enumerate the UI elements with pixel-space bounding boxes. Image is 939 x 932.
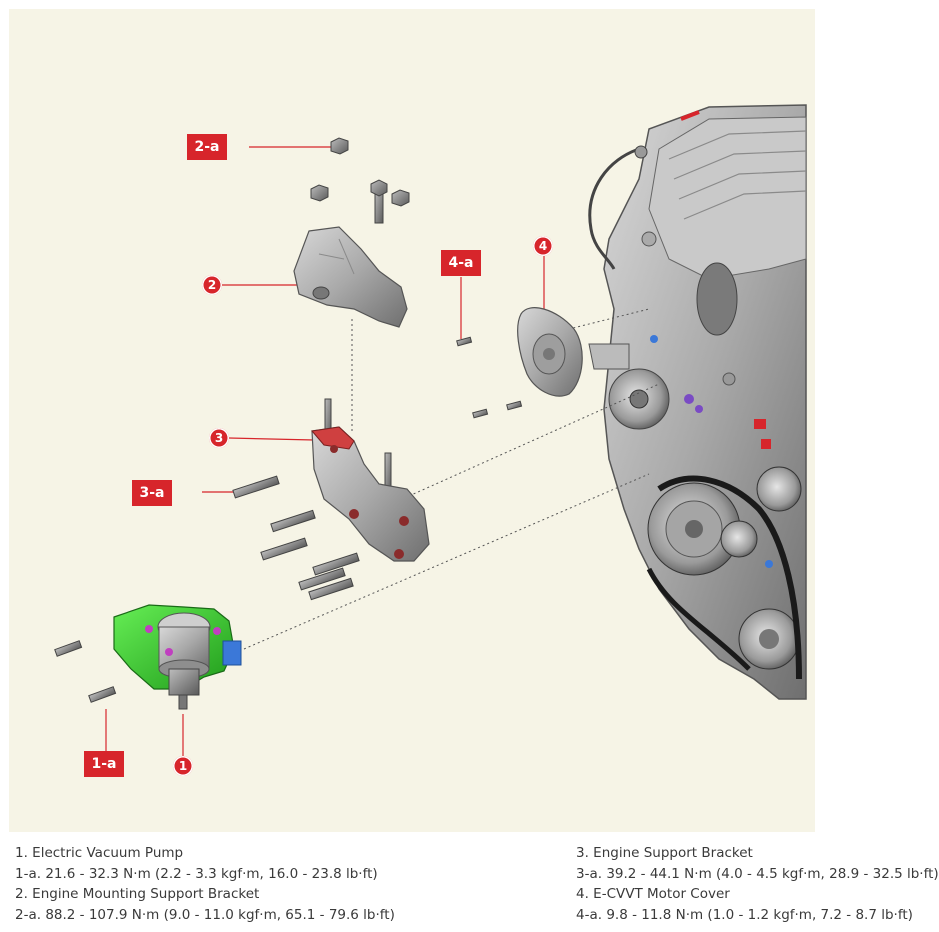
callout-1: 1 <box>173 756 193 776</box>
callout-1a: 1-a <box>84 751 124 777</box>
legend-item: 2. Engine Mounting Support Bracket <box>15 886 260 902</box>
electric-vacuum-pump <box>113 604 242 710</box>
mounting-nuts-and-bolt <box>310 137 410 224</box>
support-bracket-bolts <box>232 475 360 601</box>
legend-item: 3-a. 39.2 - 44.1 N·m (4.0 - 4.5 kgf·m, 2… <box>576 865 939 882</box>
callout-leaders <box>105 146 545 757</box>
diagram-artwork <box>54 104 807 757</box>
legend-item: 1-a. 21.6 - 32.3 N·m (2.2 - 3.3 kgf·m, 1… <box>15 865 378 882</box>
alignment-lines <box>243 308 660 650</box>
legend-item: 2-a. 88.2 - 107.9 N·m (9.0 - 11.0 kgf·m,… <box>15 906 395 923</box>
engine-block <box>588 104 807 700</box>
legend-item: 4-a. 9.8 - 11.8 N·m (1.0 - 1.2 kgf·m, 7.… <box>576 906 913 923</box>
exploded-parts-diagram: 2-a 4-a 3-a 1-a 1 2 3 4 <box>9 9 815 832</box>
callout-2a: 2-a <box>187 134 227 160</box>
legend-item: 1. Electric Vacuum Pump <box>15 845 184 861</box>
legend-left-column: 1. Electric Vacuum Pump 1-a. 21.6 - 32.3… <box>15 843 395 925</box>
vacuum-pump-bolts <box>54 640 117 703</box>
parts-legend: 1. Electric Vacuum Pump 1-a. 21.6 - 32.3… <box>0 843 939 932</box>
engine-mounting-support-bracket <box>293 226 408 328</box>
callout-2: 2 <box>202 275 222 295</box>
callout-3a: 3-a <box>132 480 172 506</box>
callout-4a: 4-a <box>441 250 481 276</box>
callout-4: 4 <box>533 236 553 256</box>
callout-3: 3 <box>209 428 229 448</box>
legend-right-column: 3. Engine Support Bracket 3-a. 39.2 - 44… <box>576 843 939 925</box>
legend-item: 3. Engine Support Bracket <box>576 845 753 861</box>
legend-item: 4. E-CVVT Motor Cover <box>576 886 730 902</box>
ecvvt-motor-cover <box>456 307 583 419</box>
engine-support-bracket <box>311 398 430 562</box>
